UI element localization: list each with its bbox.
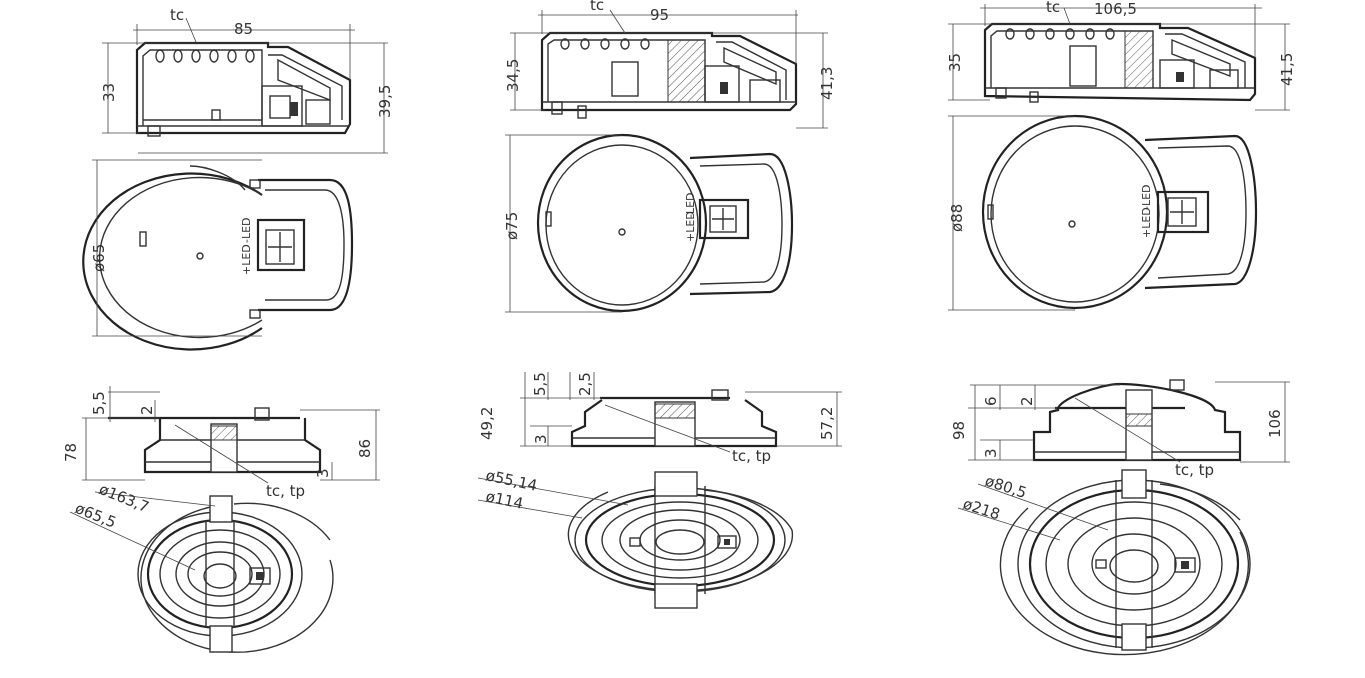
diameter-dim-3: ø88	[948, 204, 966, 232]
led-plus-2: +LED	[684, 211, 697, 242]
height-dim-2: 34,5	[504, 59, 522, 92]
lamp-height-dim-3: 98	[950, 421, 968, 440]
diameter-dim-2: ø75	[503, 212, 521, 240]
lamp-bottom-view-2: ø55,14 ø114	[477, 466, 794, 609]
dim-a-3: 6	[982, 396, 1000, 406]
led-minus-2: -LED	[684, 192, 697, 218]
dim-b-2: 2,5	[576, 372, 594, 396]
dim-b: 2	[138, 405, 156, 415]
lamp-height-dim-2: 49,2	[478, 407, 496, 440]
tc-tp-label-3: tc, tp	[1175, 461, 1214, 479]
led-minus: -LED	[240, 217, 253, 243]
lamp-height-dim: 78	[62, 443, 80, 462]
tc-tp-label: tc, tp	[266, 482, 305, 500]
ring-inner-dim: ø65,5	[73, 499, 119, 532]
height-dim: 33	[100, 83, 118, 102]
lamp-bottom-view-1: ø163,7 ø65,5	[69, 480, 334, 653]
lamp-bottom-view-3: ø80,5 ø218	[957, 469, 1251, 656]
dim-a: 5,5	[90, 391, 108, 415]
height-total-dim-2: 41,3	[818, 67, 836, 100]
width-dim-2: 95	[650, 6, 669, 24]
led-plus: +LED	[240, 244, 253, 275]
ring-outer-dim-3: ø218	[961, 495, 1003, 524]
lamp-side-view-3: 6 2 3 98 106 tc, tp	[950, 379, 1290, 479]
lamp-side-view-2: 5,5 2,5 3 49,2 57,2 tc, tp	[478, 372, 842, 465]
driver-side-view-2: tc 95 34,5 41,3	[504, 0, 836, 129]
dim-c-3: 3	[982, 448, 1000, 458]
diameter-dim: ø65	[90, 244, 108, 272]
lamp-height-total-dim: 86	[356, 439, 374, 458]
lamp-height-total-dim-2: 57,2	[818, 407, 836, 440]
tc-tp-label-2: tc, tp	[732, 447, 771, 465]
led-minus-3: -LED	[1140, 184, 1153, 210]
lamp-side-view-1: 5,5 2 3 78 86 tc, tp	[62, 386, 380, 500]
dim-c-2: 3	[532, 434, 550, 444]
dim-c: 3	[314, 468, 332, 478]
height-total-dim-3: 41,5	[1278, 53, 1296, 86]
height-dim-3: 35	[946, 53, 964, 72]
driver-top-view-3: ø88 +LED -LED	[948, 114, 1258, 311]
tc-label: tc	[170, 6, 184, 24]
tc-label-2: tc	[590, 0, 604, 14]
width-dim-3: 106,5	[1094, 0, 1137, 18]
lamp-height-total-dim-3: 106	[1266, 409, 1284, 438]
driver-top-view-1: ø65 +LED -LED	[82, 159, 354, 351]
driver-side-view-1: tc 85 33 39,5	[100, 6, 394, 154]
dim-a-2: 5,5	[531, 372, 549, 396]
width-dim: 85	[234, 20, 253, 38]
dim-b-3: 2	[1018, 396, 1036, 406]
driver-side-view-3: tc 106,5 35 41,5	[946, 0, 1296, 111]
height-total-dim: 39,5	[376, 85, 394, 118]
ring-inner-dim-3: ø80,5	[983, 472, 1029, 502]
tc-label-3: tc	[1046, 0, 1060, 16]
driver-top-view-2: ø75 +LED -LED	[503, 133, 794, 313]
led-plus-3: +LED	[1140, 207, 1153, 238]
